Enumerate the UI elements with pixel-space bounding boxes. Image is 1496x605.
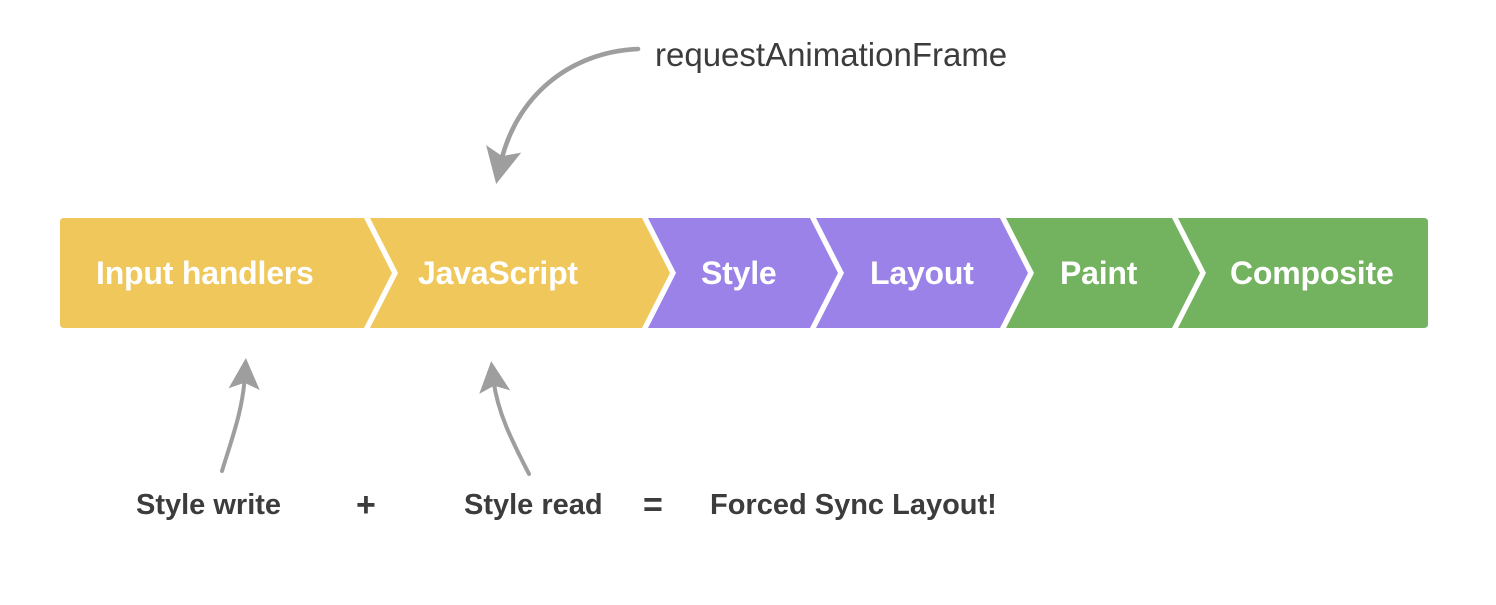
equation-result-forced-sync-layout: Forced Sync Layout!	[710, 489, 997, 521]
style-read-arrow	[479, 361, 531, 476]
pipeline-shapes	[60, 218, 1428, 328]
stage-shape-layout[interactable]	[816, 218, 1028, 328]
stage-shape-composite[interactable]	[1178, 218, 1428, 328]
stage-shape-javascript[interactable]	[370, 218, 670, 328]
stage-shape-paint[interactable]	[1006, 218, 1200, 328]
stage-shape-style[interactable]	[648, 218, 838, 328]
style-write-arrow	[220, 358, 260, 473]
forced-sync-layout-equation: Style write + Style read = Forced Sync L…	[0, 482, 1496, 528]
equation-term-style-write: Style write	[136, 489, 282, 521]
stage-shape-input-handlers[interactable]	[60, 218, 392, 328]
equation-term-style-read: Style read	[464, 489, 603, 521]
rendering-pipeline-bar: Input handlers JavaScript Style Layout P…	[60, 218, 1428, 328]
equation-equals-operator: =	[643, 486, 663, 524]
request-animation-frame-label: requestAnimationFrame	[655, 36, 1008, 73]
equation-plus-operator: +	[356, 486, 376, 524]
raf-arrow	[486, 46, 641, 184]
